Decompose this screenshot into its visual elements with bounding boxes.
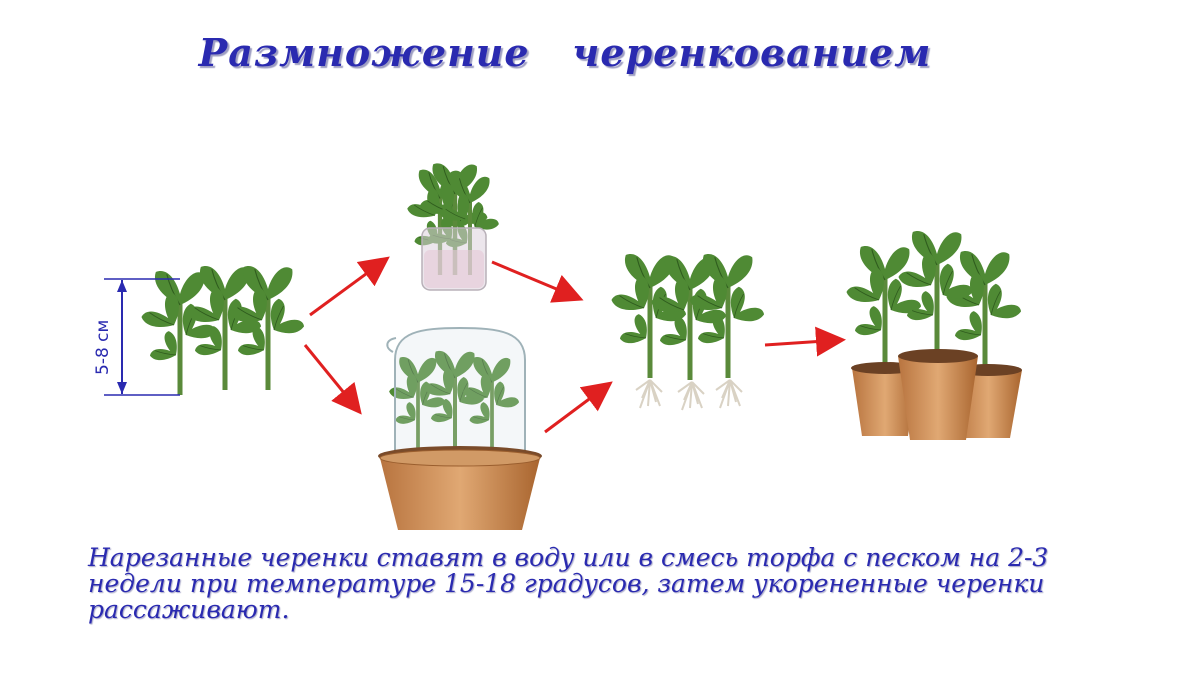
rooted-cuttings — [610, 254, 766, 411]
fresh-cuttings — [140, 266, 306, 395]
arrow-to-water — [309, 256, 390, 317]
potted-plants — [845, 231, 1023, 440]
diagram-title: Размножение черенкованием — [198, 30, 932, 75]
caption-text: Нарезанные черенки ставят в воду или в с… — [88, 543, 1049, 624]
arrow-to-jar — [303, 344, 362, 415]
cuttings-in-water-glass — [406, 163, 500, 291]
cuttings-under-jar — [378, 326, 542, 530]
arrow-from-jar — [544, 381, 613, 434]
arrow-from-water — [491, 260, 584, 303]
dimension-label: 5-8 см — [93, 320, 113, 375]
dimension-bar: 5-8 см — [93, 278, 180, 396]
arrows — [303, 256, 846, 434]
arrow-to-pots — [764, 326, 846, 357]
